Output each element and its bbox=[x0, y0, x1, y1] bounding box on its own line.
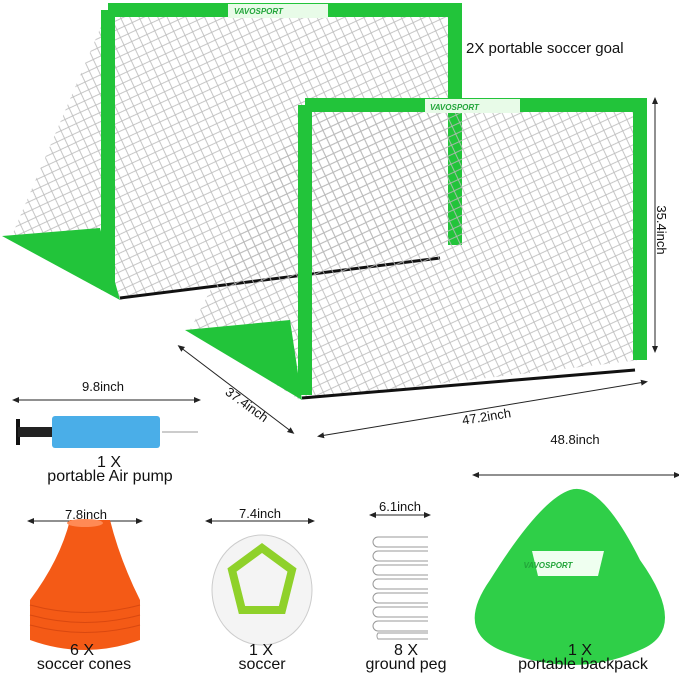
item-qty: 1 X bbox=[567, 642, 593, 659]
item-qty: 1 X bbox=[248, 642, 274, 659]
item-name: portable Air pump bbox=[47, 468, 173, 485]
item-qty: 8 X bbox=[393, 642, 419, 659]
backpack-dimension: 48.8inch bbox=[550, 432, 600, 447]
brand-logo-text: VAVOSPORT bbox=[523, 561, 573, 570]
brand-logo-text: VAVOSPORT bbox=[430, 103, 479, 112]
item-name: ground peg bbox=[365, 656, 447, 673]
headline: 2X portable soccer goal bbox=[466, 40, 624, 57]
brand-logo bbox=[228, 4, 328, 18]
item-name: soccer cones bbox=[36, 656, 132, 673]
backpack bbox=[474, 488, 665, 665]
pump-dimension: 9.8inch bbox=[82, 379, 124, 394]
ball-dimension: 7.4inch bbox=[239, 506, 281, 521]
cones-dimension: 7.8inch bbox=[65, 507, 107, 522]
item-qty: 1 X bbox=[96, 454, 122, 471]
ground-pegs bbox=[372, 536, 428, 640]
item-name: soccer bbox=[238, 656, 286, 673]
brand-logo-text: VAVOSPORT bbox=[234, 7, 283, 16]
soccer-ball bbox=[211, 534, 313, 646]
item-name: portable backpack bbox=[518, 656, 648, 673]
item-qty: 6 X bbox=[69, 642, 95, 659]
goal-height-label: 35.4inch bbox=[654, 205, 669, 255]
peg-dimension: 6.1inch bbox=[379, 499, 421, 514]
air-pump bbox=[16, 416, 198, 448]
soccer-cones bbox=[29, 519, 141, 650]
